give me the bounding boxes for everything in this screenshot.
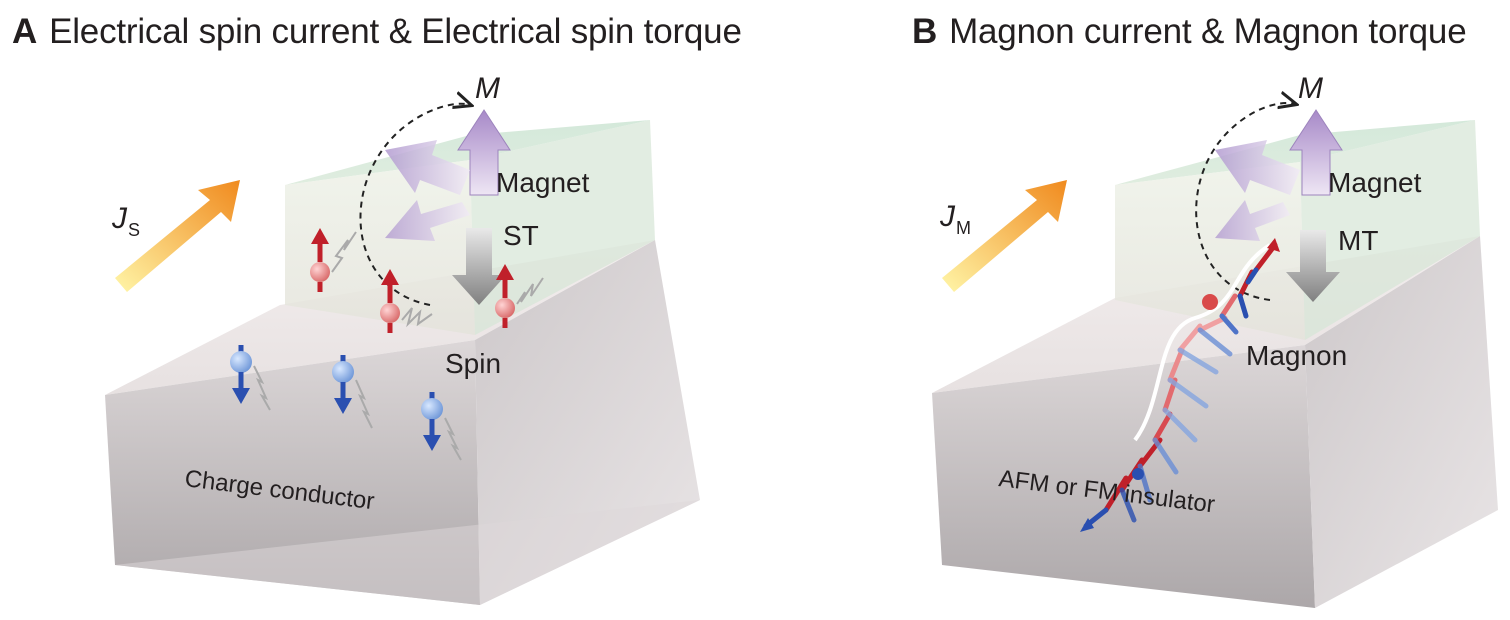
magnet-label: Magnet	[1328, 167, 1422, 198]
magnetization-label: M	[475, 72, 500, 105]
torque-arrow-icon	[452, 228, 506, 305]
magnetization-low-arrow-icon	[1215, 200, 1290, 241]
current-label: J	[939, 200, 956, 233]
panel-a: A Electrical spin current & Electrical sp…	[12, 12, 742, 605]
spin-down-electron	[230, 345, 271, 411]
orange-current-arrow-icon	[115, 180, 240, 292]
magnet-block	[285, 120, 655, 335]
magnetization-label: M	[1298, 72, 1323, 105]
magnet-top-face	[285, 120, 650, 185]
orange-current-arrow-icon	[942, 180, 1067, 292]
spin-label: Spin	[445, 348, 501, 379]
current-subscript: S	[128, 220, 140, 240]
torque-arrow-icon	[1286, 230, 1340, 302]
magnon-label: Magnon	[1246, 340, 1347, 371]
magnet-front-face	[285, 160, 475, 335]
dashed-rotation-arc-icon	[1195, 103, 1295, 301]
spin-up-electron	[380, 269, 433, 333]
magnetization-tilted-arrow-icon	[385, 140, 470, 195]
slab-side-face	[1305, 236, 1498, 608]
panel-b: B Magnon current & Magnon torque	[770, 0, 1510, 620]
magnet-block	[1115, 120, 1480, 340]
panel-b-title: B Magnon current & Magnon torque	[912, 12, 1467, 52]
magnet-front-face	[1115, 162, 1305, 340]
panel-b-title-text: Magnon current & Magnon torque	[949, 12, 1467, 51]
panel-a-title-text: Electrical spin current & Electrical spi…	[49, 12, 742, 51]
magnet-label: Magnet	[496, 167, 590, 198]
slab-front-face	[932, 345, 1315, 608]
magnon-wave-outline	[1133, 243, 1272, 442]
magnet-side-face	[1300, 120, 1480, 340]
magnetization-tilted-arrow-icon	[1215, 140, 1300, 195]
slab-bottom-shadow	[115, 500, 700, 605]
magnetization-up-arrow-icon	[457, 109, 511, 196]
spin-down-electron	[332, 355, 373, 429]
panel-a-diagram: J S M Magnet ST Spin Charge conductor	[105, 72, 700, 605]
panel-b-diagram: J M M Magnet MT Magnon AFM or FM insulat…	[932, 72, 1498, 608]
panel-a-title: A Electrical spin current & Electrical sp…	[12, 12, 742, 52]
torque-label: ST	[503, 220, 539, 251]
magnet-side-face	[470, 120, 655, 335]
dashed-rotation-arc-icon	[359, 104, 470, 306]
panel-b-letter: B	[912, 12, 938, 51]
spin-up-electron	[310, 228, 357, 292]
panel-a-letter: A	[12, 12, 38, 51]
magnetization-up-arrow-icon	[1289, 109, 1343, 196]
magnetization-low-arrow-icon	[385, 200, 470, 241]
current-label: J	[111, 202, 128, 235]
spin-up-electron	[495, 264, 544, 328]
current-subscript: M	[956, 218, 971, 238]
spin-down-electron	[421, 392, 462, 461]
torque-label: MT	[1338, 225, 1378, 256]
magnon-spin-wave	[1080, 238, 1280, 532]
